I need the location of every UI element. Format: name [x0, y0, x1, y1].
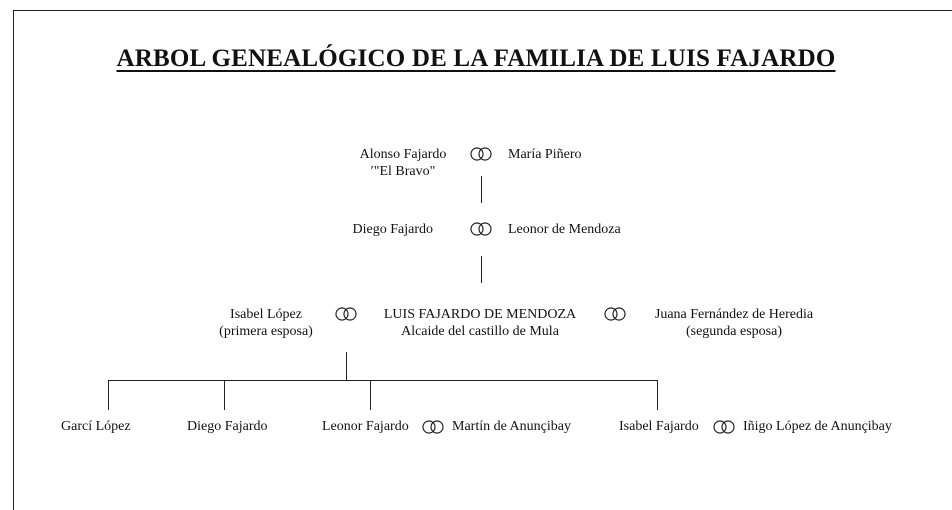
person-diego-fajardo-senior: Diego Fajardo — [352, 222, 433, 237]
person-inigo-lopez-de-anuncibay: Iñigo López de Anunçibay — [743, 419, 892, 434]
person-juana-fernandez-de-heredia: Juana Fernández de Heredia (segunda espo… — [655, 306, 813, 340]
person-leonor-fajardo: Leonor Fajardo — [322, 419, 409, 434]
wedding-rings-icon — [335, 307, 357, 321]
person-name: LUIS FAJARDO DE MENDOZA — [383, 307, 577, 322]
person-nickname: ′"El Bravo" — [370, 164, 436, 179]
person-martin-de-anuncibay: Martín de Anunçibay — [452, 419, 571, 434]
person-note: (primera esposa) — [219, 324, 313, 339]
person-name: Juana Fernández de Heredia — [654, 307, 814, 322]
person-isabel-lopez: Isabel López (primera esposa) — [219, 306, 313, 340]
person-garci-lopez: Garcí López — [61, 419, 131, 434]
person-alonso-fajardo: Alonso Fajardo ′"El Bravo" — [360, 146, 447, 180]
descent-line — [481, 256, 482, 283]
child-drop-line — [370, 380, 371, 410]
person-name: Alonso Fajardo — [359, 147, 447, 162]
wedding-rings-icon — [470, 222, 492, 236]
sibling-line — [108, 380, 657, 381]
page-frame — [13, 10, 952, 510]
person-maria-pinero: María Piñero — [508, 147, 582, 162]
person-title: Alcaide del castillo de Mula — [401, 324, 559, 339]
person-isabel-fajardo: Isabel Fajardo — [619, 419, 699, 434]
wedding-rings-icon — [470, 147, 492, 161]
page-title: ARBOL GENEALÓGICO DE LA FAMILIA DE LUIS … — [116, 45, 836, 72]
wedding-rings-icon — [422, 420, 444, 434]
child-drop-line — [657, 380, 658, 410]
descent-line — [346, 352, 347, 380]
descent-line — [481, 176, 482, 203]
person-diego-fajardo-junior: Diego Fajardo — [187, 419, 268, 434]
wedding-rings-icon — [713, 420, 735, 434]
child-drop-line — [224, 380, 225, 410]
person-leonor-de-mendoza: Leonor de Mendoza — [508, 222, 621, 237]
child-drop-line — [108, 380, 109, 410]
person-luis-fajardo-de-mendoza: LUIS FAJARDO DE MENDOZA Alcaide del cast… — [384, 306, 576, 340]
person-note: (segunda esposa) — [685, 324, 783, 339]
person-name: Isabel López — [230, 307, 302, 322]
wedding-rings-icon — [604, 307, 626, 321]
